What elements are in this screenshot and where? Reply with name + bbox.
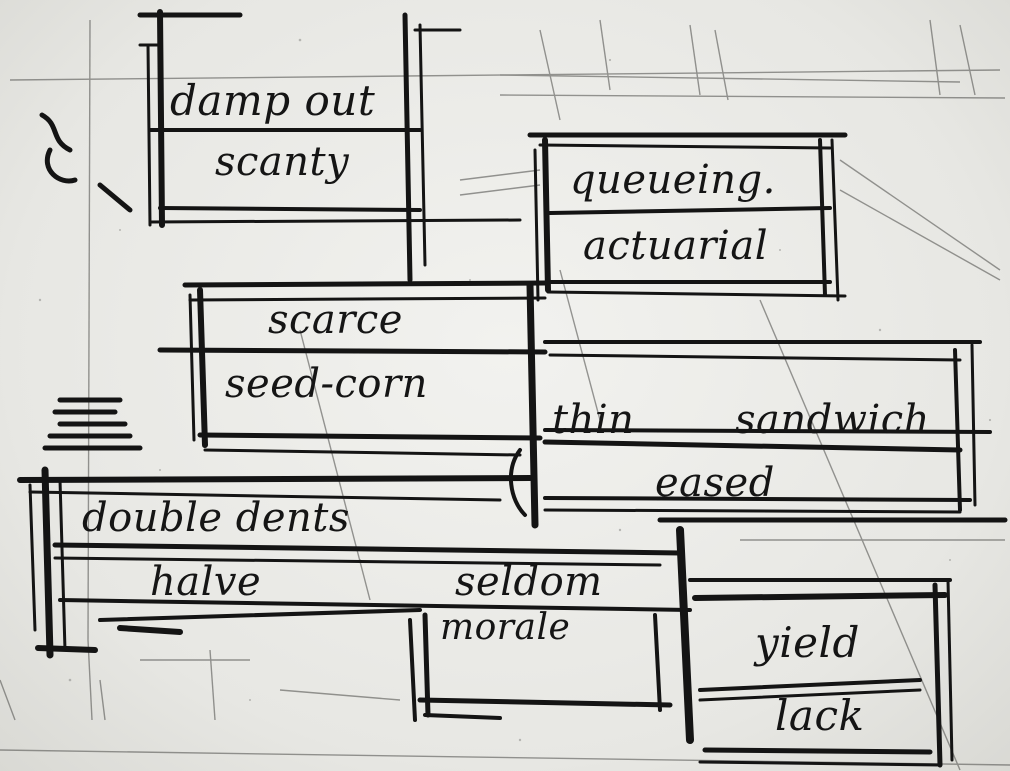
word-damp-out: damp out xyxy=(170,80,375,122)
word-scanty: scanty xyxy=(215,142,349,182)
word-halve: halve xyxy=(150,562,261,602)
word-seldom: seldom xyxy=(455,562,603,602)
word-actuarial: actuarial xyxy=(583,226,768,266)
word-sandwich: sandwich xyxy=(735,400,930,440)
word-seed-corn: seed-corn xyxy=(225,364,428,404)
word-thin: thin xyxy=(552,400,634,440)
word-lack: lack xyxy=(775,695,864,737)
word-double-dents: double dents xyxy=(82,498,350,538)
word-scarce: scarce xyxy=(268,300,403,340)
word-eased: eased xyxy=(655,463,775,503)
word-yield: yield xyxy=(755,622,860,664)
word-morale: morale xyxy=(440,610,570,646)
word-queueing: queueing. xyxy=(570,160,776,200)
